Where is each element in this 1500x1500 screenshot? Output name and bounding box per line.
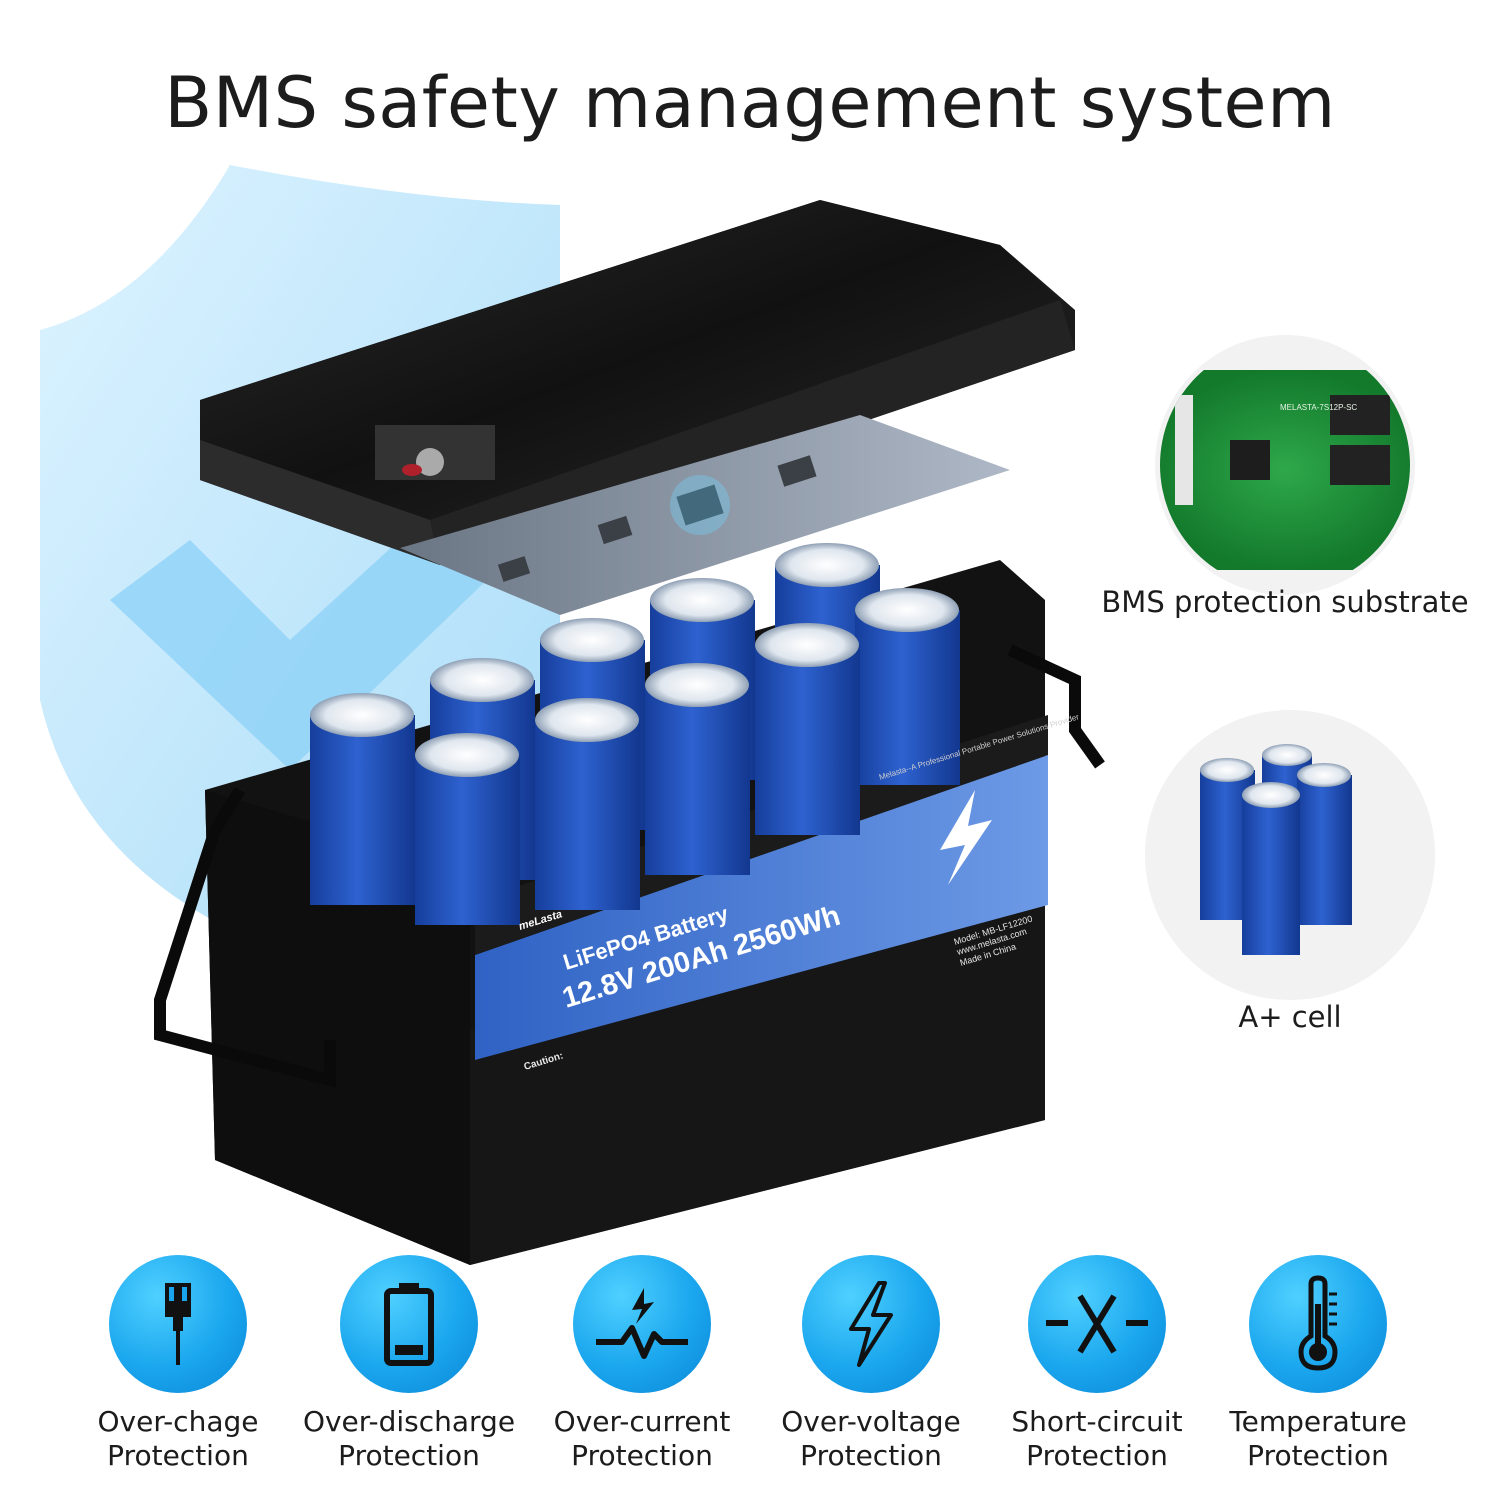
battery-cells	[310, 543, 960, 925]
feature-short-circuit: Short-circuit Protection	[977, 1255, 1217, 1473]
cell	[1242, 782, 1300, 955]
cell	[645, 663, 750, 875]
battery-icon	[384, 1283, 434, 1366]
lightning-bolt-icon	[849, 1281, 893, 1367]
feature-icon-circle	[802, 1255, 940, 1393]
feature-subtitle: Protection	[800, 1439, 942, 1472]
cell	[310, 693, 415, 905]
feature-over-charge: Over-chage Protection	[58, 1255, 298, 1473]
feature-icon-circle	[109, 1255, 247, 1393]
feature-title: Over-current	[553, 1405, 731, 1438]
bms-circuit-board	[400, 415, 1010, 615]
thermometer-icon	[1298, 1275, 1338, 1371]
cell	[415, 733, 520, 925]
feature-icon-circle	[340, 1255, 478, 1393]
feature-subtitle: Protection	[1026, 1439, 1168, 1472]
feature-subtitle: Protection	[107, 1439, 249, 1472]
short-circuit-icon	[1046, 1294, 1148, 1354]
feature-title: Temperature	[1229, 1405, 1407, 1438]
current-spike-icon	[596, 1288, 688, 1359]
cell	[1297, 763, 1352, 925]
feature-over-discharge: Over-discharge Protection	[289, 1255, 529, 1473]
cell	[535, 698, 640, 910]
cell-callout-label: A+ cell	[1238, 1000, 1342, 1034]
page-title: BMS safety management system	[164, 62, 1336, 144]
cell	[755, 623, 860, 835]
feature-subtitle: Protection	[338, 1439, 480, 1472]
feature-over-voltage: Over-voltage Protection	[751, 1255, 991, 1473]
feature-icon-circle	[573, 1255, 711, 1393]
pcb-marking: MELASTA-7S12P-SC	[1280, 403, 1357, 412]
feature-title: Over-chage	[97, 1405, 259, 1438]
feature-icon-circle	[1249, 1255, 1387, 1393]
feature-title: Over-discharge	[302, 1405, 516, 1438]
cell	[855, 588, 960, 785]
cell-callout	[1145, 710, 1435, 1000]
feature-subtitle: Protection	[1247, 1439, 1389, 1472]
feature-temperature: Temperature Protection	[1198, 1255, 1438, 1473]
protection-features: Over-chage Protection Over-discharge Pro…	[0, 1255, 1500, 1500]
charger-plug-icon	[165, 1283, 191, 1365]
feature-title: Over-voltage	[781, 1405, 961, 1438]
feature-icon-circle	[1028, 1255, 1166, 1393]
feature-title: Short-circuit	[1011, 1405, 1183, 1438]
feature-subtitle: Protection	[571, 1439, 713, 1472]
bms-callout-label: BMS protection substrate	[1101, 585, 1469, 619]
bms-board-callout: MELASTA-7S12P-SC	[1155, 335, 1415, 595]
feature-over-current: Over-current Protection	[522, 1255, 762, 1473]
